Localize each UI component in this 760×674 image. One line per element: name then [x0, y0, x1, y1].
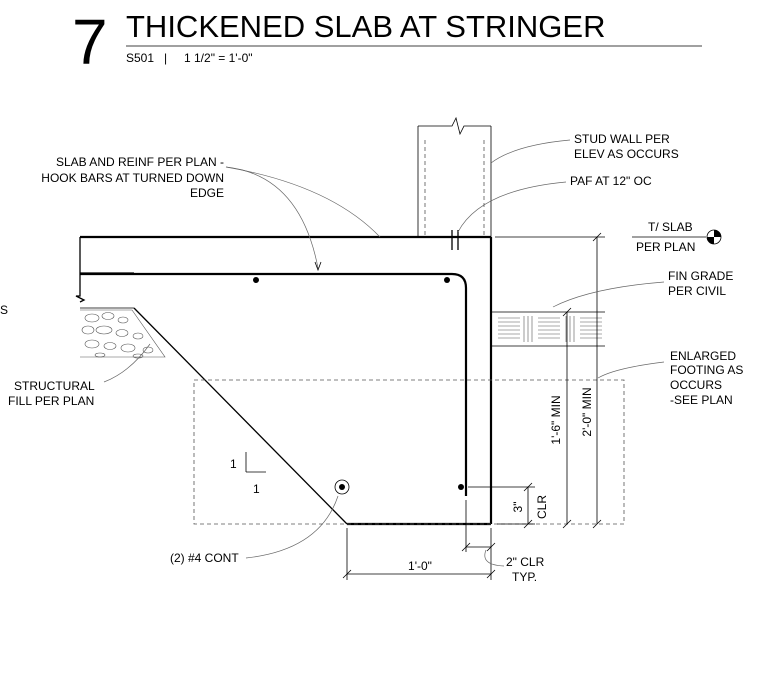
slope-run: 1	[253, 482, 260, 496]
rebar-dot	[253, 277, 259, 283]
reinforcement	[80, 272, 468, 496]
stud-wall-leader	[490, 139, 571, 164]
sloped-bottom	[133, 307, 348, 525]
tslab-line1: T/ SLAB	[648, 220, 693, 234]
dimensions: 2'-0" MIN 1'-6" MIN 3" CLR 1'-0"	[342, 232, 605, 580]
cont-bar-circle	[334, 479, 350, 495]
title-separator: |	[164, 51, 167, 65]
slope-rise: 1	[230, 457, 237, 471]
note-fill-1: STRUCTURAL	[14, 379, 95, 393]
note-slab-reinf-1: SLAB AND REINF PER PLAN -	[56, 155, 224, 169]
note-fill-2: FILL PER PLAN	[8, 394, 94, 408]
note-footing-1: ENLARGED	[670, 349, 736, 363]
clr2-leader	[484, 549, 505, 567]
stud-wall	[417, 116, 492, 237]
note-edge-letter: S	[0, 303, 8, 317]
hooked-top-bar	[80, 272, 468, 496]
note-bars: (2) #4 CONT	[170, 551, 239, 565]
bars-leader	[245, 495, 339, 559]
dim-clr: CLR	[535, 495, 549, 519]
dim-1ft: 1'-0"	[408, 559, 432, 573]
footing-leader	[597, 361, 665, 379]
slab-break-line	[75, 273, 86, 303]
note-fin-grade-2: PER CIVIL	[668, 284, 726, 298]
dim-2ft-min: 2'-0" MIN	[580, 387, 594, 436]
structural-fill	[80, 309, 166, 359]
title-block: 7 THICKENED SLAB AT STRINGER S501 | 1 1/…	[72, 6, 702, 78]
rebar-dot	[444, 277, 450, 283]
leaders	[103, 139, 665, 567]
rebar-dot	[458, 484, 464, 490]
finish-grade	[491, 311, 605, 347]
note-footing-4: -SEE PLAN	[670, 393, 733, 407]
tslab-marker: T/ SLAB PER PLAN	[632, 220, 722, 254]
note-paf: PAF AT 12" OC	[570, 174, 652, 188]
slab-outline	[75, 235, 493, 526]
notes: SLAB AND REINF PER PLAN - HOOK BARS AT T…	[0, 132, 743, 584]
tslab-line2: PER PLAN	[636, 240, 695, 254]
slab-reinf-leader	[225, 166, 319, 269]
note-slab-reinf-3: EDGE	[190, 186, 224, 200]
cont-bar-dot	[339, 484, 345, 490]
note-stud-wall-2: ELEV AS OCCURS	[574, 147, 679, 161]
note-footing-3: OCCURS	[670, 378, 722, 392]
dim-18-min: 1'-6" MIN	[549, 395, 563, 444]
note-fin-grade-1: FIN GRADE	[668, 269, 733, 283]
fin-grade-leader	[552, 281, 665, 308]
paf-leader	[457, 181, 567, 233]
note-slab-reinf-2: HOOK BARS AT TURNED DOWN	[41, 171, 224, 185]
slope-indicator: 1 1	[230, 452, 266, 496]
note-clr2-1: 2" CLR	[506, 555, 545, 569]
paf-anchor	[451, 230, 459, 250]
note-footing-2: FOOTING AS	[670, 363, 743, 377]
dim-3in: 3"	[511, 502, 525, 513]
wall-break-line	[418, 116, 491, 136]
sheet-number: S501	[126, 51, 154, 65]
fill-leader	[103, 343, 151, 383]
note-clr2-2: TYP.	[512, 570, 537, 584]
detail-number: 7	[72, 6, 108, 78]
detail-scale: 1 1/2" = 1'-0"	[184, 51, 253, 65]
note-stud-wall-1: STUD WALL PER	[574, 132, 670, 146]
detail-title: THICKENED SLAB AT STRINGER	[126, 9, 605, 44]
